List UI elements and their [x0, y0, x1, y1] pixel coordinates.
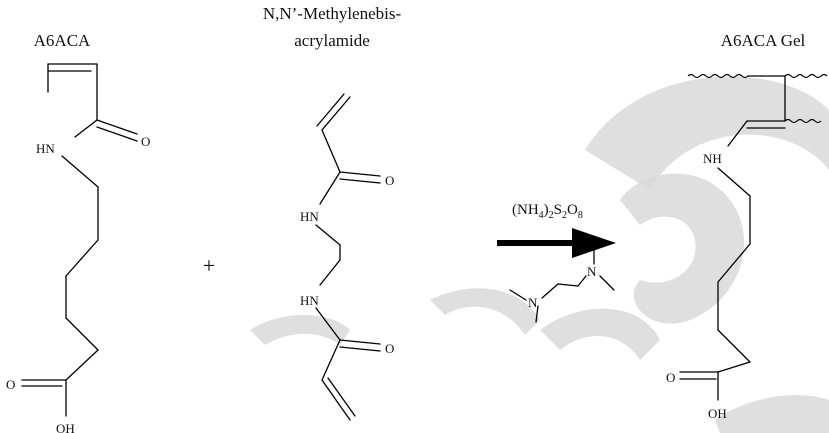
product-title: A6ACA Gel: [721, 31, 806, 50]
crosslinker-lower-amine-label: HN: [300, 293, 319, 308]
product-amine-label: NH: [703, 151, 722, 166]
temed-nitrogen-left: N: [528, 295, 538, 310]
temed-structure: [509, 245, 615, 323]
product-acid-oxygen: O: [666, 370, 675, 385]
watermark-logo: [250, 76, 829, 433]
crosslinker-lower-oxygen: O: [385, 341, 394, 356]
reaction-arrow: [497, 228, 616, 258]
monomer-title: A6ACA: [34, 31, 91, 50]
monomer-hydroxyl-label: OH: [56, 421, 75, 433]
temed-nitrogen-right: N: [587, 264, 597, 279]
initiator-label: (NH4)2S2O8: [512, 202, 583, 221]
crosslinker-upper-oxygen: O: [385, 173, 394, 188]
crosslinker-structure: [315, 93, 381, 421]
plus-sign: +: [203, 253, 215, 278]
crosslinker-title-line1: N,N’-Methylenebis-: [263, 4, 402, 23]
monomer-structure: [21, 63, 138, 417]
crosslinker-upper-amine-label: HN: [300, 209, 319, 224]
monomer-carbonyl-oxygen: O: [141, 134, 150, 149]
product-structure: [679, 73, 828, 401]
crosslinker-title-line2: acrylamide: [294, 31, 370, 50]
monomer-acid-oxygen: O: [6, 377, 15, 392]
product-hydroxyl-label: OH: [708, 406, 727, 421]
svg-text:(NH4)2S2O8: (NH4)2S2O8: [512, 202, 583, 221]
monomer-amine-label: HN: [36, 141, 55, 156]
